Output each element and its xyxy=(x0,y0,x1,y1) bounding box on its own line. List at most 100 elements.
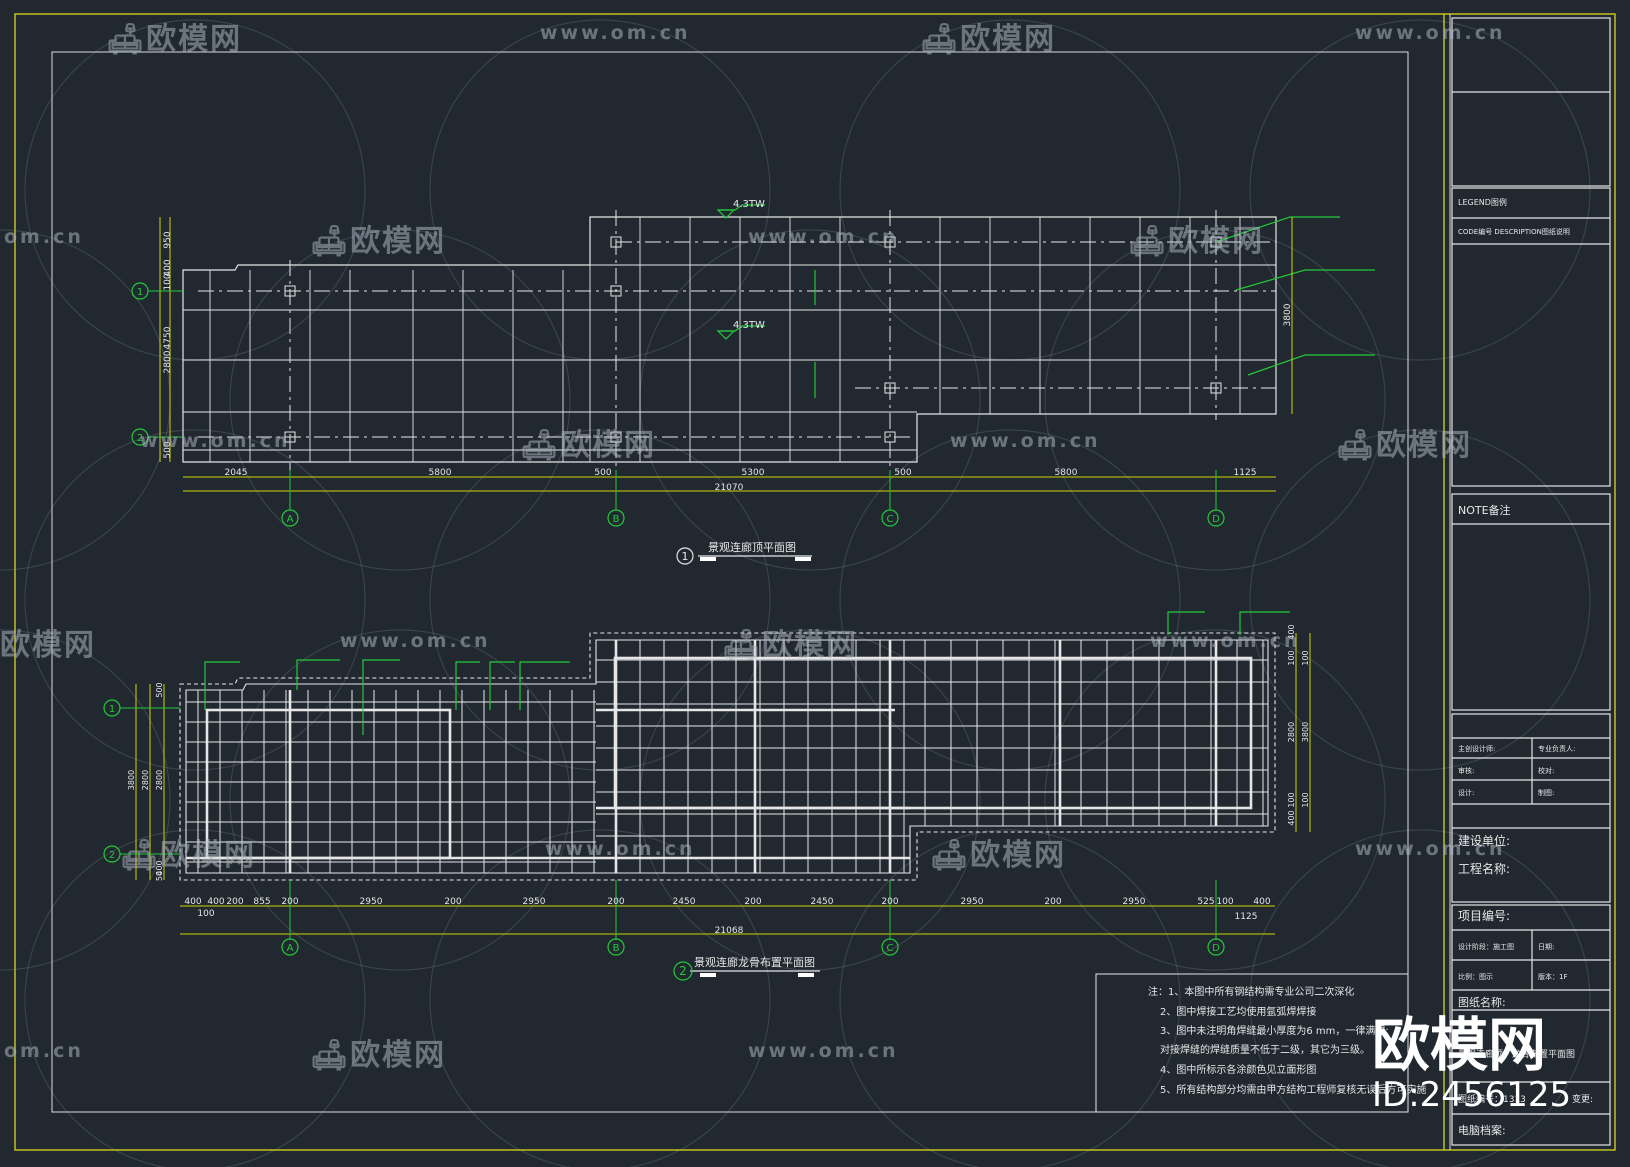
axis-bubble-b-label: B xyxy=(613,943,620,954)
axis-bubble-row-2-label: 2 xyxy=(109,850,115,861)
axis-bubble-d-label: D xyxy=(1212,514,1220,525)
roof-columns xyxy=(284,236,1222,443)
dim-label: 2800 xyxy=(163,350,173,373)
plan-title: 景观连廊顶平面图 xyxy=(708,540,796,554)
dim-label: 2950 xyxy=(523,897,546,907)
watermark-url: www.om.cn xyxy=(340,630,491,652)
watermark-url: www.om.cn xyxy=(1150,630,1301,652)
note-line: 5、所有结构部分均需由甲方结构工程师复核无误后方可实施 xyxy=(1160,1083,1426,1096)
note-line: 注：1、本图中所有钢结构需专业公司二次深化 xyxy=(1148,985,1354,998)
watermark-logo: 🛋︎欧模网 xyxy=(1128,224,1265,259)
dim-label: 100 xyxy=(1216,897,1233,907)
axis-bubble-row-1 xyxy=(103,699,121,717)
inner-border xyxy=(51,51,1409,1113)
dim-label: 200 xyxy=(881,897,898,907)
dim-label: 2800 xyxy=(155,770,164,790)
change-label: 变更: xyxy=(1572,1095,1594,1105)
axis-bubble-row-2 xyxy=(103,845,121,863)
axis-bubble-a xyxy=(281,509,299,527)
dim-label: 2450 xyxy=(673,897,696,907)
frame-dims xyxy=(135,633,1311,935)
signoff-draft: 制图: xyxy=(1538,789,1555,797)
watermark-url: www.om.cn xyxy=(748,226,899,248)
watermark-logo: 🛋︎欧模网 xyxy=(920,22,1057,57)
project-no-label: 项目编号: xyxy=(1458,909,1511,923)
dim-label: 200 xyxy=(744,897,761,907)
title-index: 1 xyxy=(682,550,689,563)
dim-label: 400 xyxy=(155,860,164,875)
dim-label: 4750 xyxy=(163,326,173,349)
watermark-logo: 欧模网 xyxy=(0,628,96,663)
dim-label: 950 xyxy=(163,231,173,248)
title-index-circle xyxy=(676,547,694,565)
watermark-url: www.om.cn xyxy=(140,430,291,452)
version-value: 版本：1F xyxy=(1538,973,1568,981)
dim-label: 100 xyxy=(1287,792,1296,807)
dim-label: 2800 xyxy=(1287,722,1296,742)
drawing-no: 图纸编号：1313 xyxy=(1458,1095,1526,1105)
dim-label: 500 xyxy=(894,468,911,478)
watermark-url: om.cn xyxy=(4,1040,84,1062)
axis-bubble-b xyxy=(607,938,625,956)
elevation-mark: 4.3TW xyxy=(733,320,765,331)
dim-label: 3800 xyxy=(1301,722,1310,742)
dim-label: 2045 xyxy=(225,468,248,478)
date-label: 日期: xyxy=(1538,943,1555,951)
stage-value: 设计阶段：施工图 xyxy=(1458,943,1514,951)
axis-bubble-b-label: B xyxy=(613,514,620,525)
dim-label: 200 xyxy=(226,897,243,907)
axis-bubble-row-2-label: 2 xyxy=(137,433,143,444)
dim-label: 200 xyxy=(607,897,624,907)
axis-bubble-b xyxy=(607,509,625,527)
dim-label: 400 xyxy=(163,259,173,276)
watermark-logo: 🛋︎欧模网 xyxy=(1336,428,1473,463)
axis-bubble-c-label: C xyxy=(887,514,894,525)
brand-logo: 欧模网 xyxy=(1372,1011,1547,1079)
axis-bubble-row-1-label: 1 xyxy=(137,287,143,298)
scale-value: 比例：图示 xyxy=(1458,973,1493,981)
dim-label: 100 xyxy=(1301,650,1310,665)
title-underlines xyxy=(690,555,820,972)
dim-label: 400 xyxy=(184,897,201,907)
dim-label: 5300 xyxy=(742,468,765,478)
dim-label: 1125 xyxy=(1235,912,1258,922)
frame-plan xyxy=(179,632,1276,881)
title-index-circle xyxy=(673,961,693,981)
watermark-url: www.om.cn xyxy=(748,1040,899,1062)
axis-bubble-row-1-label: 1 xyxy=(109,704,115,715)
dim-total: 21068 xyxy=(715,926,744,936)
dim-label: 500 xyxy=(155,682,164,697)
note-line: 对接焊缝的焊缝质量不低于二级，其它为三级。 xyxy=(1160,1043,1370,1056)
watermark-logo: 🛋︎欧模网 xyxy=(106,22,243,57)
dim-label: 500 xyxy=(594,468,611,478)
archive-label: 电脑档案: xyxy=(1458,1124,1506,1137)
watermark-url: www.om.cn xyxy=(950,430,1101,452)
axis-bubble-row-1 xyxy=(131,282,149,300)
project-name-label: 工程名称: xyxy=(1458,862,1511,876)
axis-bubble-c xyxy=(881,509,899,527)
dim-label: 2800 xyxy=(141,770,150,790)
plan-title: 景观连廊龙骨布置平面图 xyxy=(694,955,815,969)
notes-box xyxy=(1095,973,1409,1113)
watermark-url: www.om.cn xyxy=(545,838,696,860)
dim-label: 100 xyxy=(1301,792,1310,807)
roof-dims xyxy=(159,217,1293,492)
dim-label: 50 xyxy=(155,871,164,881)
watermark-logo: 🛋︎欧模网 xyxy=(310,224,447,259)
roof-plan xyxy=(182,216,1277,463)
watermark-logo: 🛋︎欧模网 xyxy=(930,838,1067,873)
dim-label: 100 xyxy=(1287,650,1296,665)
watermark-logo: 🛋︎欧模网 xyxy=(520,428,657,463)
dim-label: 2950 xyxy=(1123,897,1146,907)
signoff-check: 校对: xyxy=(1538,767,1555,775)
dim-label: 100 xyxy=(163,273,173,290)
elevation-mark: 4.3TW xyxy=(733,199,765,210)
title-index: 2 xyxy=(679,964,687,978)
axis-bubble-d xyxy=(1207,938,1225,956)
watermark-logo: 🛋︎欧模网 xyxy=(722,628,859,663)
dim-label: 2950 xyxy=(360,897,383,907)
note-line: 4、图中所标示各涂颜色见立面形图 xyxy=(1160,1063,1316,1076)
axis-bubble-row-2 xyxy=(131,428,149,446)
watermark-url: www.om.cn xyxy=(540,22,691,44)
